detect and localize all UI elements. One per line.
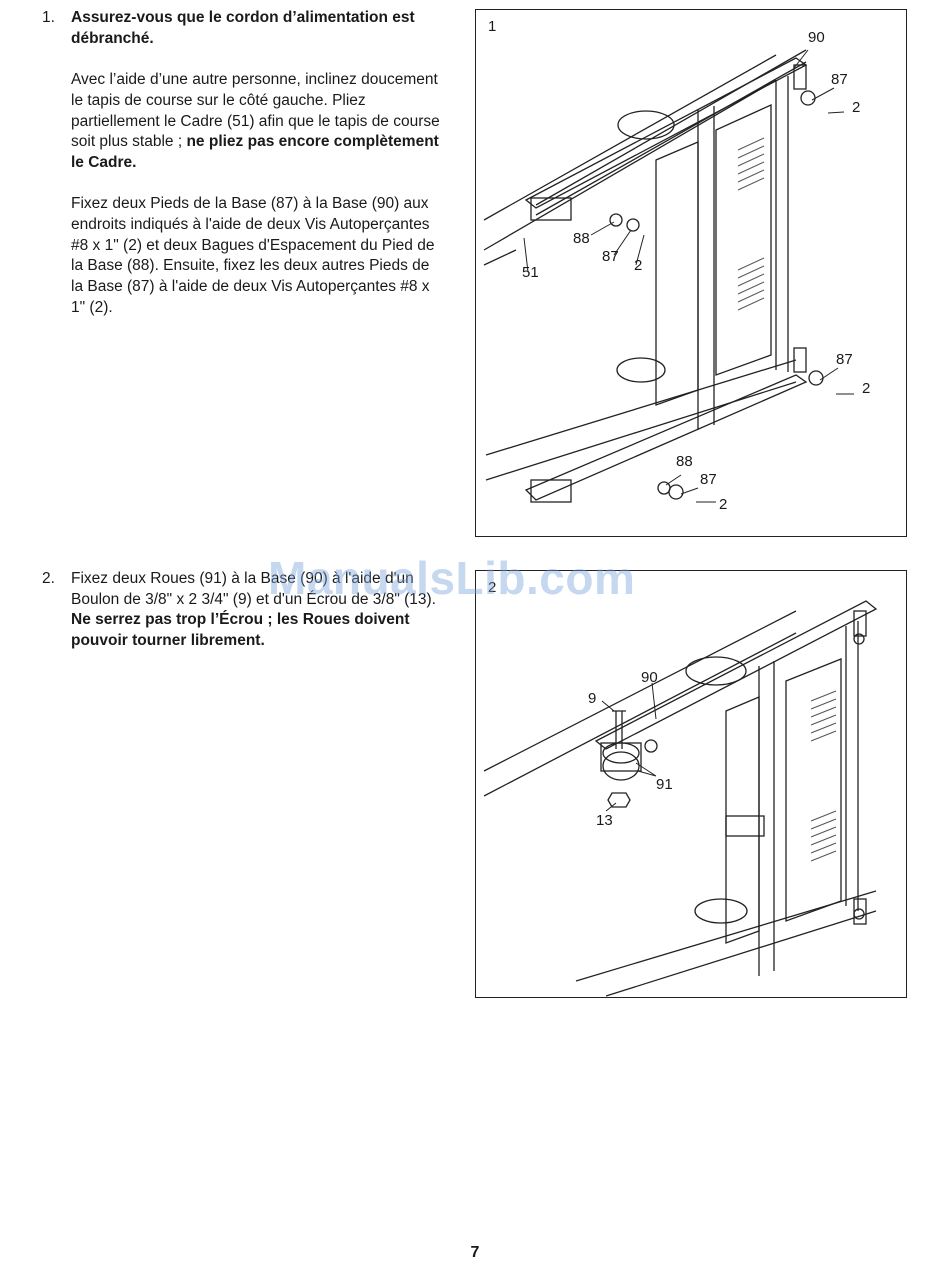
- callout-2-bottom: 2: [719, 496, 727, 513]
- callout-87-top: 87: [831, 71, 848, 88]
- step-2-warning: Ne serrez pas trop l’Écrou ; les Roues d…: [71, 611, 410, 650]
- step-2-number: 2.: [42, 570, 55, 587]
- step-1-paragraph-2: Avec l’aide d’une autre personne, inclin…: [71, 71, 440, 171]
- step-1-number: 1.: [42, 9, 55, 26]
- callout-87-left: 87: [602, 248, 619, 265]
- step-2-paragraph-1: Fixez deux Roues (91) à la Base (90) à l…: [71, 570, 436, 650]
- page-number: 7: [470, 1244, 480, 1261]
- callout-91: 91: [656, 776, 673, 793]
- step-1-paragraph-3: Fixez deux Pieds de la Base (87) à la Ba…: [71, 195, 435, 316]
- figure-2-number: 2: [488, 579, 497, 596]
- callout-2-left: 2: [634, 257, 642, 274]
- step-1-body: Assurez-vous que le cordon d’alimentatio…: [71, 8, 443, 339]
- callout-9: 9: [588, 690, 596, 707]
- figure-1-illustration: 90 87 2 88 87 2 51 87 2 88 87 2: [483, 29, 870, 513]
- step-1-title: Assurez-vous que le cordon d’alimentatio…: [71, 9, 415, 47]
- callout-88-left: 88: [573, 230, 590, 247]
- callout-90: 90: [808, 29, 825, 46]
- figure-2-illustration: 90 9 91 13: [483, 600, 878, 997]
- figure-2: 2: [475, 570, 907, 998]
- step-1-warning: ne pliez pas encore complètement le Cadr…: [71, 133, 439, 171]
- callout-51: 51: [522, 264, 539, 281]
- watermark: ManualsLib.com: [268, 552, 636, 604]
- callout-2-right: 2: [862, 380, 870, 397]
- figure-1: 1: [475, 9, 907, 537]
- callout-2-top: 2: [852, 99, 860, 116]
- figure-1-number: 1: [488, 18, 497, 35]
- callout-13: 13: [596, 812, 613, 829]
- callout-87-right: 87: [836, 351, 853, 368]
- callout-87-bottom: 87: [700, 471, 717, 488]
- step-2-body: Fixez deux Roues (91) à la Base (90) à l…: [71, 569, 443, 673]
- callout-90: 90: [641, 669, 658, 686]
- callout-88-bottom: 88: [676, 453, 693, 470]
